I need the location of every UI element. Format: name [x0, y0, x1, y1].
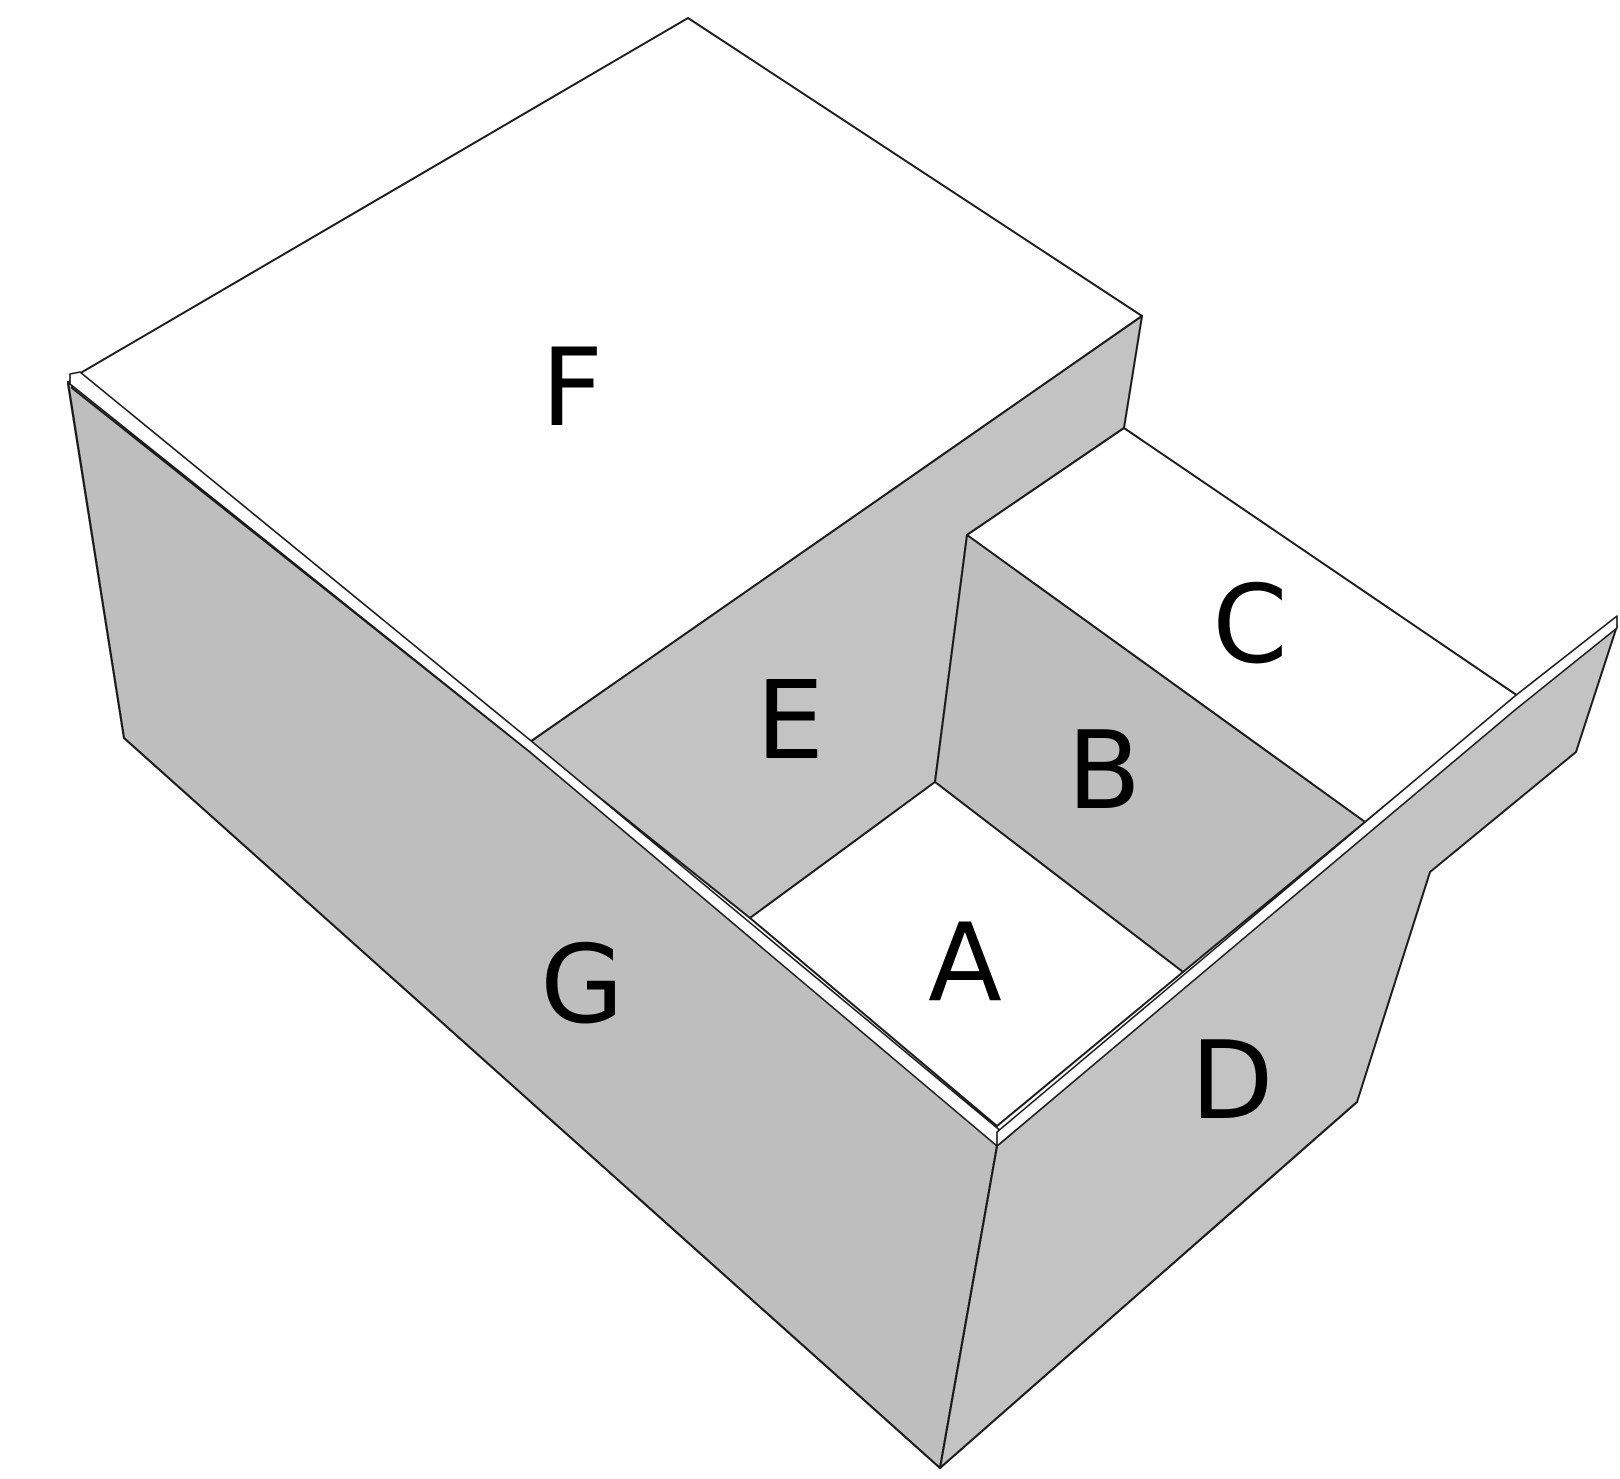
edge-bottom-right	[939, 1101, 1358, 1469]
label-d: D	[1190, 1019, 1273, 1144]
edge-left-corner	[67, 381, 125, 739]
label-e: E	[756, 659, 824, 784]
edge-bottom-left	[123, 737, 941, 1469]
edge-front-corner	[939, 1145, 998, 1469]
label-f: F	[541, 326, 603, 451]
label-c: C	[1212, 563, 1287, 688]
label-b: B	[1067, 709, 1141, 834]
face-a	[749, 781, 1184, 1127]
label-a: A	[928, 901, 1002, 1026]
label-g: G	[540, 923, 624, 1048]
